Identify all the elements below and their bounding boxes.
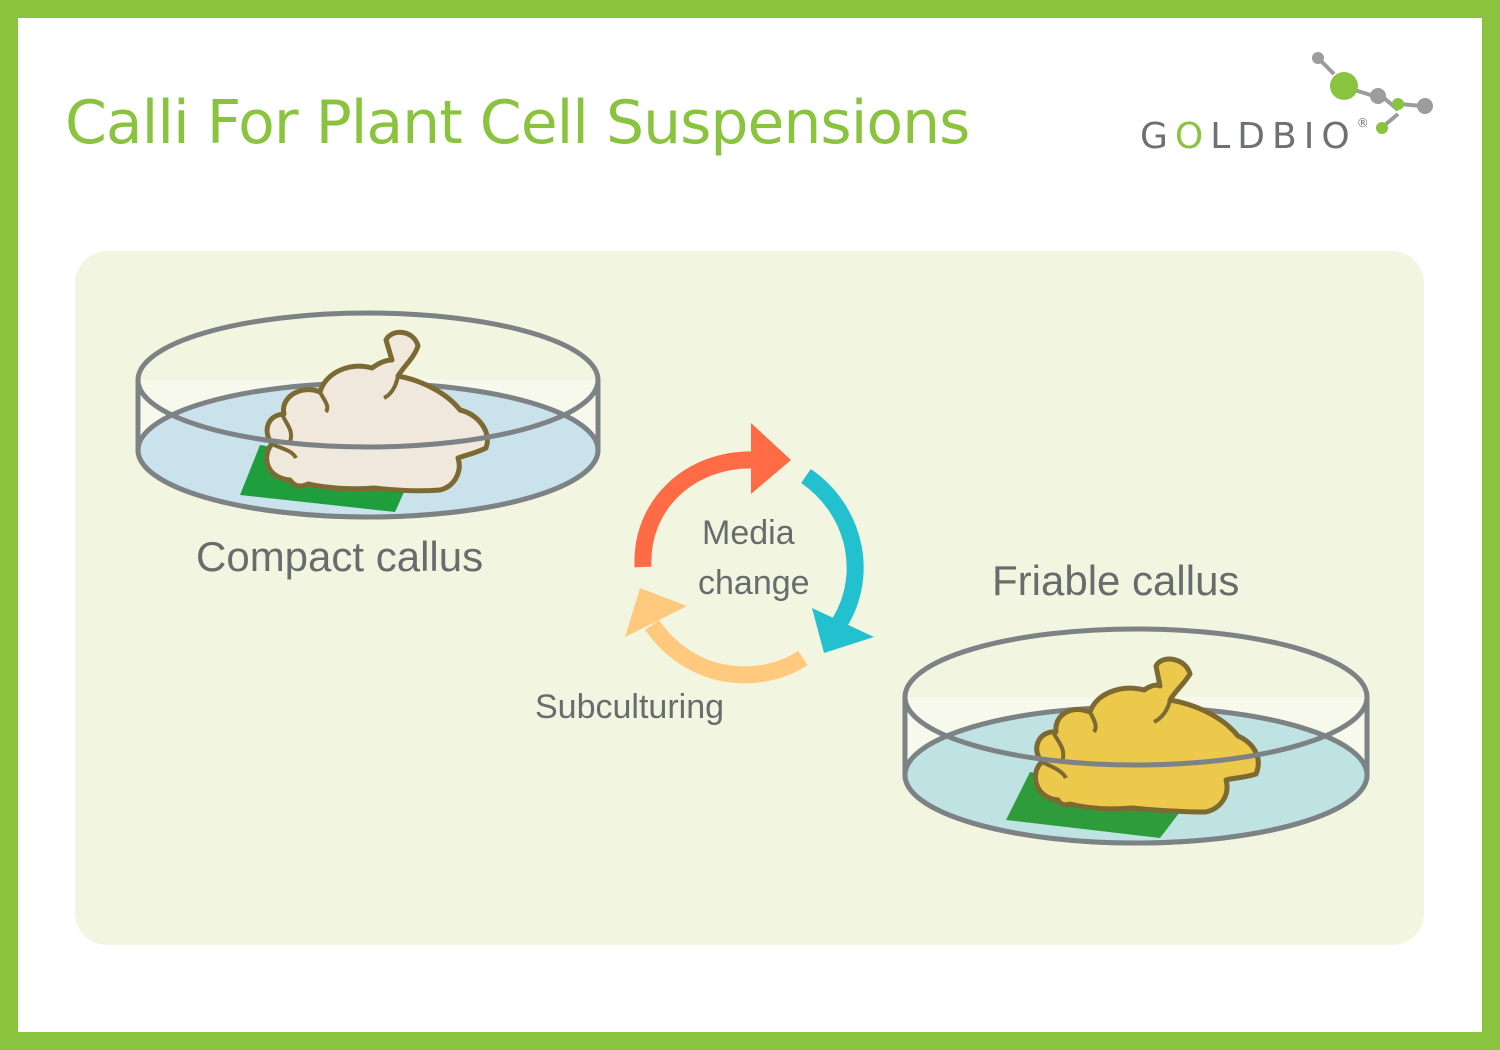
peach-arrowhead-icon [625,588,687,637]
media-change-line1: Media [702,514,795,552]
cyan-arrowhead-icon [812,608,874,653]
subculturing-label: Subculturing [535,688,725,726]
compact-callus-shape [264,329,490,494]
goldbio-logo: GOLDBIO® [1130,44,1450,164]
media-change-label: Media change [698,508,838,608]
friable-callus-label: Friable callus [992,557,1240,604]
orange-arrowhead-icon [751,423,791,494]
compact-callus-label: Compact callus [196,533,484,580]
logo-wordmark: GOLDBIO® [1140,116,1376,157]
cyan-arrow-arc [800,469,864,633]
friable-callus-dish [902,626,1370,846]
molecule-icon [1312,52,1433,134]
page-title: Calli For Plant Cell Suspensions [65,88,970,158]
peach-arrow-arc [645,619,808,684]
compact-callus-dish [135,310,601,520]
friable-callus-shape [1032,656,1261,815]
cycle-arrows [625,423,874,684]
media-change-line2: change [698,564,810,602]
orange-arrow-arc [634,451,756,568]
